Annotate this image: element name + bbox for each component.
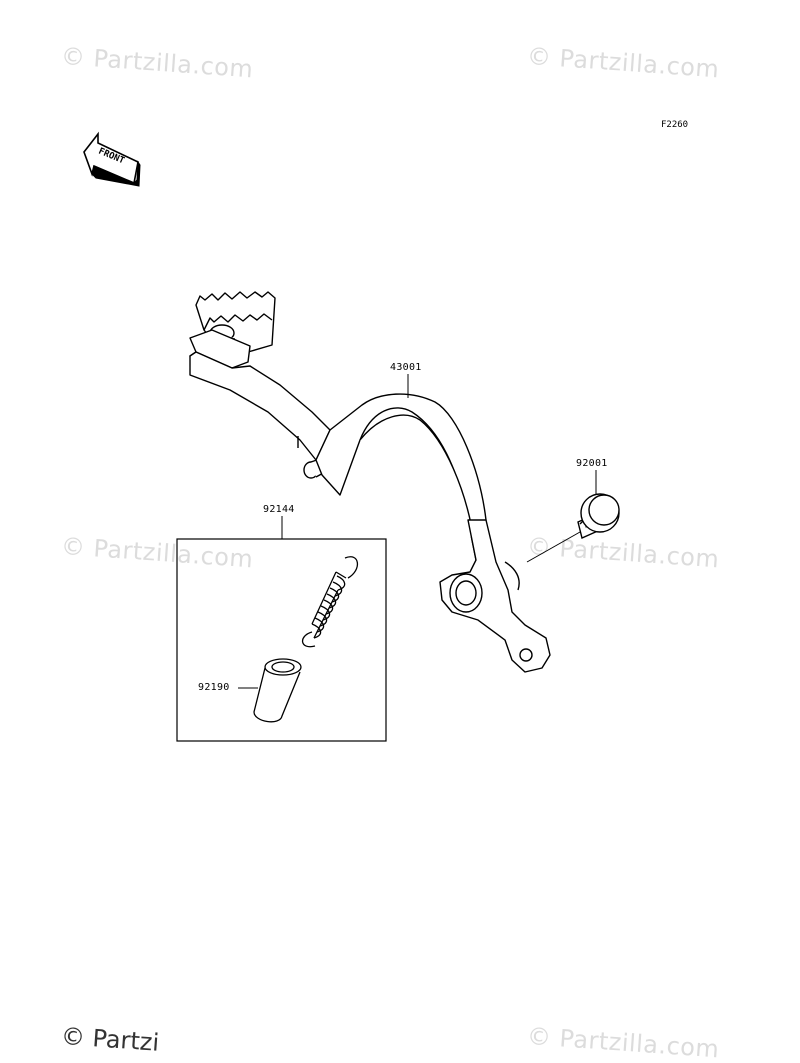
leader-lines (238, 374, 597, 689)
front-arrow-icon: FRONT (83, 131, 141, 187)
sleeve[interactable] (253, 658, 302, 723)
diagram-code: F2260 (661, 120, 689, 130)
label-brake-pedal[interactable]: 43001 (390, 362, 422, 373)
brake-pedal[interactable] (189, 291, 551, 673)
label-spring[interactable]: 92144 (263, 504, 295, 515)
return-spring[interactable] (301, 556, 359, 648)
label-sleeve[interactable]: 92190 (198, 682, 230, 693)
label-bolt[interactable]: 92001 (576, 458, 608, 469)
bolt[interactable] (526, 493, 620, 563)
